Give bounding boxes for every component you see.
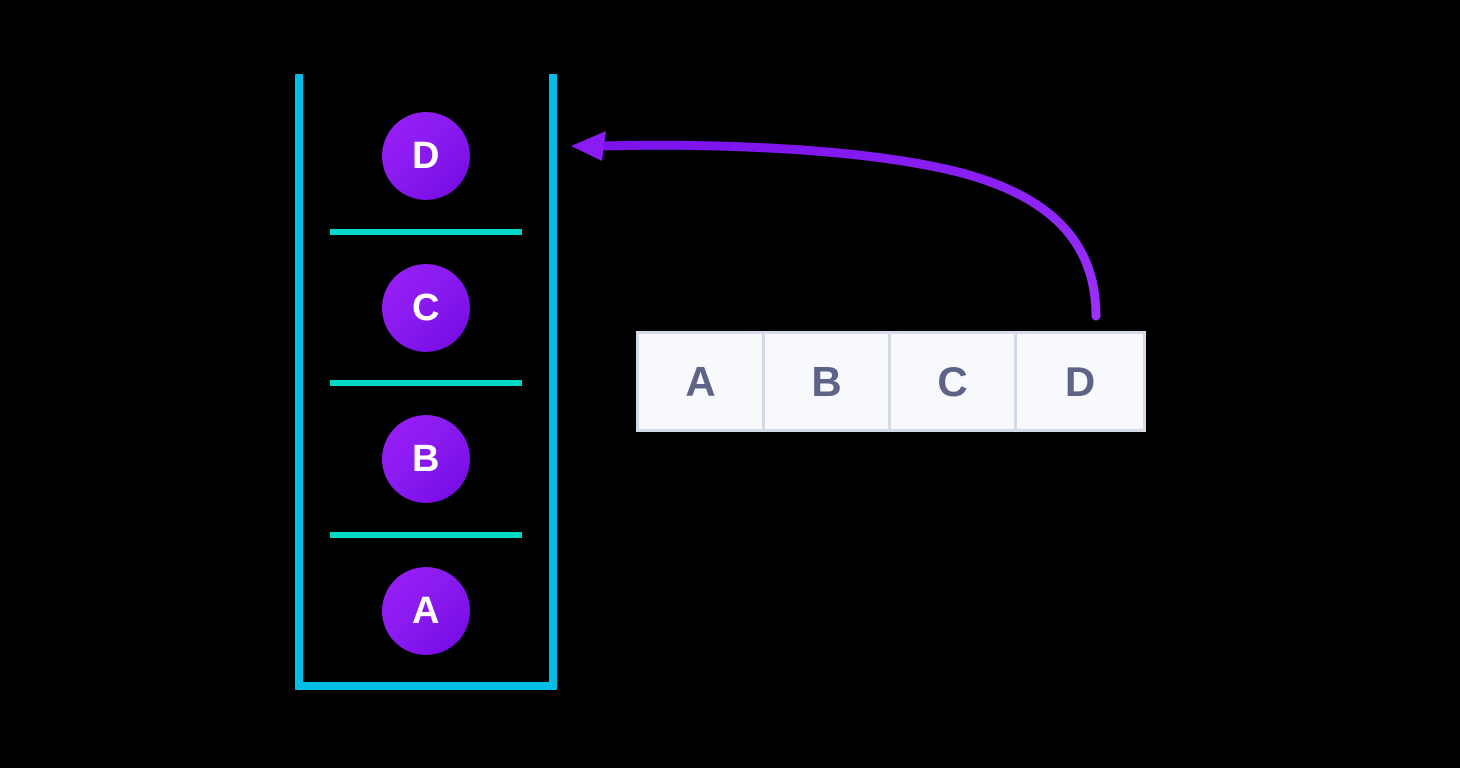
array-cell[interactable]: B xyxy=(765,334,891,429)
array-cell-source[interactable]: D xyxy=(1017,334,1143,429)
array-cell-label: D xyxy=(1064,357,1096,405)
stack-node-label: C xyxy=(412,287,440,329)
stack-separator-1 xyxy=(330,229,522,235)
stack-floor xyxy=(295,682,557,690)
arrowhead-left-icon xyxy=(571,131,606,161)
push-arrow-path xyxy=(595,140,1101,321)
array-cell-label: B xyxy=(811,357,842,405)
stack-node-label: D xyxy=(412,135,440,177)
stack-node-label: A xyxy=(412,590,440,632)
array-cell-label: C xyxy=(937,357,968,405)
array-cell[interactable]: A xyxy=(639,334,765,429)
stack-separator-2 xyxy=(330,380,522,386)
stack-node[interactable]: C xyxy=(382,264,470,352)
stack-node-bottom[interactable]: A xyxy=(382,567,470,655)
stack-separator-3 xyxy=(330,532,522,538)
stack-container: D C B A xyxy=(295,74,557,690)
stack-node-label: B xyxy=(412,438,440,480)
stack-node-top[interactable]: D xyxy=(382,112,470,200)
stack-left-wall xyxy=(295,74,303,690)
stack-node[interactable]: B xyxy=(382,415,470,503)
array-row: A B C D xyxy=(636,331,1146,432)
array-cell[interactable]: C xyxy=(891,334,1017,429)
array-cell-label: A xyxy=(685,357,716,405)
stack-right-wall xyxy=(549,74,557,690)
